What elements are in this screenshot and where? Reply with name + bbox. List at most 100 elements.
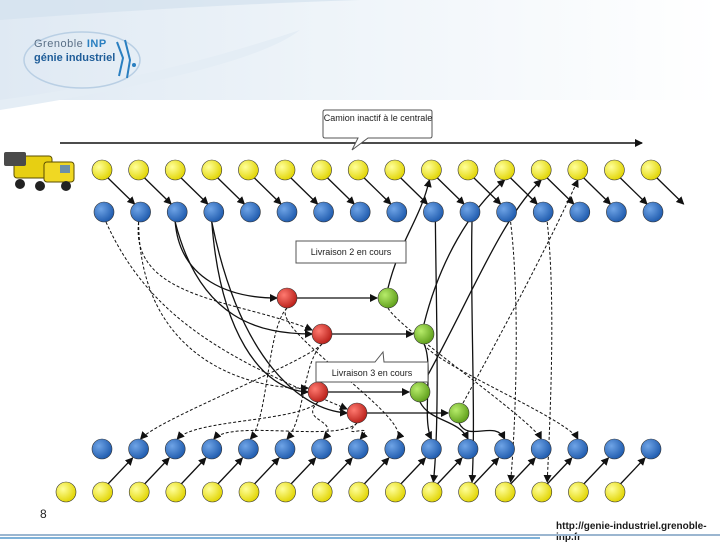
blue-node-top — [386, 201, 408, 223]
grenoble-inp-logo — [23, 31, 141, 89]
top-row-link — [253, 177, 282, 205]
bottom-row-link — [510, 457, 536, 485]
top-row-link — [546, 177, 575, 205]
blue-node-bottom — [421, 438, 442, 460]
return-link-dashed — [213, 422, 358, 440]
yellow-node-top — [530, 159, 552, 181]
red-node — [307, 381, 329, 403]
yellow-node-bottom — [421, 481, 443, 503]
callout-delivery-2-text: Livraison 2 en cours — [311, 247, 392, 257]
yellow-node-bottom — [348, 481, 370, 503]
bottom-row-link — [363, 457, 390, 485]
blue-node-bottom — [201, 438, 223, 460]
bottom-row-link — [217, 457, 244, 485]
bottom-row-link — [400, 457, 427, 485]
yellow-node-top — [384, 159, 406, 181]
yellow-node-bottom — [531, 481, 553, 503]
blue-node-bottom — [311, 438, 332, 460]
yellow-node-bottom — [202, 481, 223, 503]
yellow-node-bottom — [458, 481, 479, 503]
top-row-link — [656, 177, 685, 205]
blue-node-bottom — [274, 438, 296, 460]
blue-node-bottom — [567, 438, 589, 460]
top-row-link — [327, 177, 355, 205]
callout-delivery-3-text: Livraison 3 en cours — [332, 368, 413, 378]
top-row-link — [436, 177, 465, 205]
yellow-node-bottom — [165, 481, 187, 503]
blue-node-top — [313, 201, 334, 223]
bottom-row-link — [327, 457, 353, 485]
blue-node-bottom — [384, 438, 406, 460]
callout-truck-idle-text: Camion inactif à le centrale — [324, 113, 433, 123]
callout-delivery-2: Livraison 2 en cours — [295, 240, 407, 264]
bottom-row-link — [473, 457, 500, 485]
bottom-row-link — [144, 457, 170, 485]
yellow-node-bottom — [92, 481, 113, 503]
yellow-node-top — [128, 159, 149, 181]
return-link — [387, 179, 432, 289]
blue-node-top — [130, 201, 151, 223]
blue-node-bottom — [494, 438, 515, 460]
bottom-row-link — [180, 457, 207, 485]
long-link-dashed — [543, 221, 553, 483]
green-node — [409, 381, 431, 403]
yellow-node-top — [274, 159, 296, 181]
top-row-link — [107, 177, 136, 205]
footer-url[interactable]: http://genie-industriel.grenoble-inp.fr — [556, 521, 707, 543]
yellow-node-top — [347, 159, 369, 181]
yellow-node-top — [164, 159, 186, 181]
yellow-node-top — [457, 159, 479, 181]
yellow-node-bottom — [238, 481, 260, 503]
callout-truck-idle: Camion inactif à le centrale — [322, 109, 433, 151]
return-link-dashed — [312, 401, 332, 440]
yellow-node-top — [604, 159, 625, 181]
yellow-node-bottom — [494, 481, 516, 503]
top-row-link — [363, 177, 392, 205]
top-row-link — [473, 177, 502, 205]
dispatch-link — [174, 221, 278, 302]
yellow-node-top — [567, 159, 589, 181]
return-link-dashed — [139, 343, 323, 440]
bottom-row-link — [107, 457, 134, 485]
blue-node-top — [166, 201, 188, 223]
page-number: 8 — [40, 507, 47, 521]
blue-node-top — [569, 201, 591, 223]
green-node — [377, 287, 399, 309]
dispatch-link — [211, 221, 309, 396]
logo-text-grenoble: Grenoble INP — [34, 38, 107, 50]
footer-bar — [0, 534, 720, 539]
yellow-node-top — [421, 159, 442, 181]
top-row-link — [583, 177, 612, 205]
yellow-node-bottom — [568, 481, 589, 503]
yellow-node-bottom — [385, 481, 406, 503]
blue-node-top — [459, 201, 481, 223]
bottom-row-link — [436, 457, 463, 485]
dispatch-link-dashed — [137, 221, 313, 332]
blue-node-top — [240, 201, 261, 223]
return-link — [423, 179, 542, 383]
yellow-node-bottom — [604, 481, 626, 503]
red-node — [276, 287, 298, 309]
bottom-row-link — [619, 457, 646, 485]
long-link-dashed — [507, 221, 517, 483]
blue-node-top — [642, 201, 664, 223]
dispatch-link-dashed — [138, 221, 309, 393]
red-node — [346, 402, 368, 424]
yellow-node-bottom — [275, 481, 296, 503]
logo-text-genie-industriel: génie industriel — [34, 52, 116, 64]
return-link-bottom — [423, 343, 579, 440]
return-link-bottom — [419, 401, 469, 440]
bottom-row-link — [583, 457, 610, 485]
return-link-dashed — [286, 343, 323, 440]
blue-node-top — [496, 201, 517, 223]
blue-node-bottom — [530, 438, 552, 460]
blue-node-bottom — [457, 438, 479, 460]
return-link-dashed — [176, 401, 319, 440]
dispatch-link-dashed — [105, 221, 348, 410]
blue-node-bottom — [604, 438, 625, 460]
yellow-node-top — [640, 159, 662, 181]
blue-node-top — [606, 201, 627, 223]
blue-node-bottom — [238, 438, 259, 460]
return-link-bottom — [458, 422, 506, 440]
